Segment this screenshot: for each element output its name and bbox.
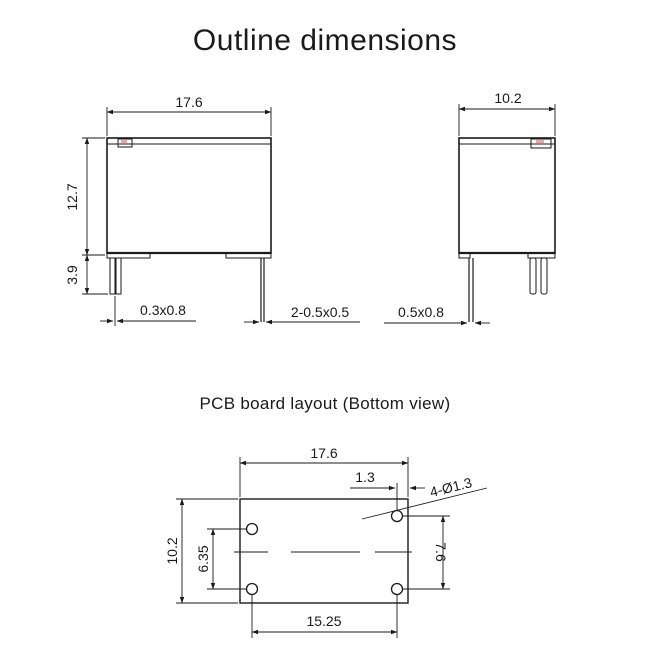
pcb-hole — [390, 582, 404, 596]
relay-body-end — [458, 137, 556, 254]
side-width-label: 17.6 — [175, 94, 202, 110]
side-pin-left-label: 0.3x0.8 — [140, 302, 186, 318]
pcb-layout — [176, 457, 488, 638]
pin-end-a — [529, 257, 537, 295]
end-view — [384, 104, 556, 326]
pin-end-b — [540, 257, 548, 295]
end-width-label: 10.2 — [494, 90, 521, 106]
pcb-layout-title: PCB board layout (Bottom view) — [199, 394, 451, 413]
pin-left — [109, 257, 116, 295]
pcb-height-label: 10.2 — [164, 537, 180, 564]
pcb-spacing-label: 15.25 — [306, 613, 341, 629]
relay-body-side — [106, 137, 272, 254]
side-pin-length-label: 3.9 — [64, 265, 80, 285]
pcb-pitch-right-label: 7.6 — [433, 542, 449, 562]
pcb-hole — [390, 509, 404, 523]
side-pin-right-label: 2-0.5x0.5 — [291, 304, 350, 320]
pcb-holes-label: 4-Ø1.3 — [428, 474, 474, 500]
pcb-outline — [239, 498, 409, 604]
pcb-length-label: 17.6 — [310, 445, 337, 461]
end-pin-label: 0.5x0.8 — [398, 304, 444, 320]
pcb-hole — [245, 582, 259, 596]
pcb-offset-label: 1.3 — [355, 469, 375, 485]
relay-latch-tab — [117, 138, 133, 148]
side-view — [82, 107, 360, 326]
page-title: Outline dimensions — [192, 24, 458, 57]
side-height-label: 12.7 — [64, 183, 80, 210]
pcb-hole — [245, 522, 259, 536]
pcb-pitch-left-label: 6.35 — [195, 545, 211, 572]
